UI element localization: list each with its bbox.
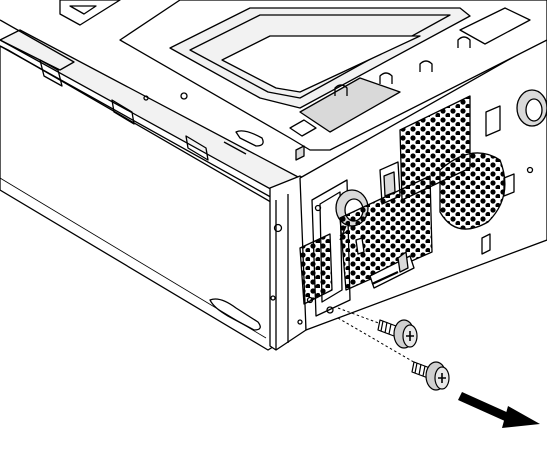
removal-arrow-icon [458,392,540,428]
computer-chassis [0,0,547,350]
screw-icon [378,320,417,348]
front-panel-knob-right [517,90,547,126]
screw-icon [412,362,449,390]
